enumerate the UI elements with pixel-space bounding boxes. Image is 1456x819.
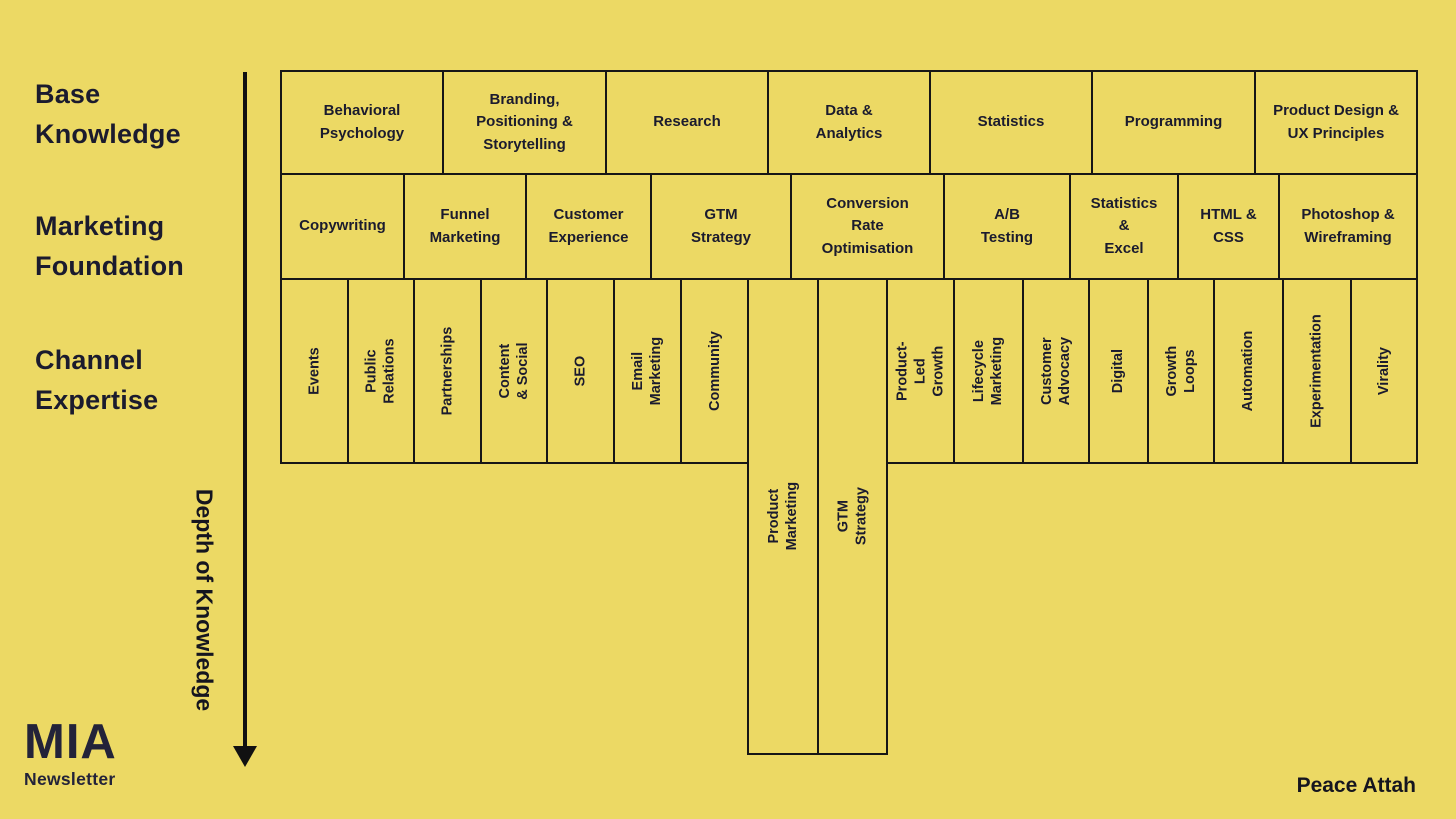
cell-product-marketing: Product Marketing	[747, 278, 819, 755]
cell-label: Photoshop & Wireframing	[1301, 206, 1395, 246]
cell-behavioral-psychology: Behavioral Psychology	[280, 70, 444, 175]
cell-label: Research	[653, 113, 721, 131]
cell-data-analytics: Data & Analytics	[767, 70, 931, 175]
knowledge-matrix: Behavioral Psychology Branding, Positioni…	[280, 70, 1420, 760]
cell-label: Statistics & Excel	[1090, 194, 1158, 257]
cell-seo: SEO	[546, 278, 615, 464]
cell-label: A/B Testing	[980, 206, 1034, 246]
cell-customer-experience: Customer Experience	[525, 173, 652, 280]
depth-arrow-line	[243, 72, 247, 748]
cell-research: Research	[605, 70, 769, 175]
cell-label: Product Marketing	[765, 482, 801, 551]
cell-label: Branding, Positioning & Storytelling	[476, 90, 573, 153]
cell-growth-loops: Growth Loops	[1147, 278, 1215, 464]
cell-label: Growth Loops	[1163, 345, 1198, 397]
cell-content-social: Content & Social	[480, 278, 548, 464]
row-label-base-knowledge: Base Knowledge	[35, 79, 181, 149]
cell-label: HTML & CSS	[1200, 206, 1257, 246]
cell-customer-advocacy: Customer Advocacy	[1022, 278, 1090, 464]
down-arrow-icon	[233, 746, 257, 767]
cell-label: GTM Strategy	[690, 206, 752, 246]
cell-statistics: Statistics	[929, 70, 1093, 175]
cell-statistics-excel: Statistics & Excel	[1069, 173, 1179, 280]
cell-partnerships: Partnerships	[413, 278, 482, 464]
cell-label: Funnel Marketing	[429, 206, 501, 246]
cell-label: SEO	[572, 355, 589, 387]
cell-label: Virality	[1375, 346, 1392, 396]
cell-label: Email Marketing	[630, 336, 665, 406]
cell-label: Automation	[1240, 330, 1257, 412]
cell-label: Product Design & UX Principles	[1273, 102, 1399, 142]
row-label-marketing-foundation: Marketing Foundation	[35, 211, 184, 281]
cell-experimentation: Experimentation	[1282, 278, 1352, 464]
author-credit: Peace Attah	[1296, 774, 1416, 797]
cell-html-css: HTML & CSS	[1177, 173, 1280, 280]
cell-label: Public Relations	[363, 338, 399, 404]
cell-community: Community	[680, 278, 749, 464]
cell-label: Customer Advocacy	[1038, 336, 1074, 406]
cell-label: Data & Analytics	[815, 102, 883, 142]
cell-label: Events	[306, 347, 323, 395]
cell-public-relations: Public Relations	[347, 278, 415, 464]
cell-label: Digital	[1110, 348, 1127, 394]
cell-gtm-strategy: GTM Strategy	[650, 173, 792, 280]
cell-photoshop-wireframing: Photoshop & Wireframing	[1278, 173, 1418, 280]
cell-label: Product-Led Growth	[894, 341, 947, 401]
cell-digital: Digital	[1088, 278, 1149, 464]
cell-label: GTM Strategy	[835, 487, 870, 546]
cell-gtm-strategy: GTM Strategy	[817, 278, 888, 755]
cell-funnel-marketing: Funnel Marketing	[403, 173, 527, 280]
cell-label: Content & Social	[496, 342, 531, 400]
mia-newsletter-logo: MIA Newsletter	[24, 716, 117, 788]
cell-copywriting: Copywriting	[280, 173, 405, 280]
cell-label: Customer Experience	[548, 206, 629, 246]
depth-of-knowledge-axis-label: Depth of Knowledge	[191, 488, 218, 712]
brand-subtitle: Newsletter	[24, 769, 116, 789]
row-label-channel-expertise: Channel Expertise	[35, 345, 159, 415]
cell-a-b-testing: A/B Testing	[943, 173, 1071, 280]
cell-label: Conversion Rate Optimisation	[821, 194, 914, 257]
brand-name: MIA	[24, 715, 117, 769]
cell-label: Partnerships	[439, 326, 456, 416]
cell-lifecycle-marketing: Lifecycle Marketing	[953, 278, 1024, 464]
cell-events: Events	[280, 278, 349, 464]
cell-email-marketing: Email Marketing	[613, 278, 682, 464]
cell-product-led-growth: Product-Led Growth	[886, 278, 955, 464]
cell-label: Lifecycle Marketing	[971, 336, 1006, 406]
cell-label: Programming	[1124, 113, 1223, 131]
cell-label: Copywriting	[299, 217, 386, 235]
cell-product-design-ux-principles: Product Design & UX Principles	[1254, 70, 1418, 175]
cell-label: Experimentation	[1308, 314, 1325, 428]
cell-conversion-rate-optimisation: Conversion Rate Optimisation	[790, 173, 945, 280]
cell-label: Statistics	[977, 113, 1045, 131]
cell-label: Community	[706, 331, 723, 411]
cell-label: Behavioral Psychology	[319, 102, 405, 142]
cell-branding-positioning-storytelling: Branding, Positioning & Storytelling	[442, 70, 607, 175]
cell-programming: Programming	[1091, 70, 1256, 175]
cell-automation: Automation	[1213, 278, 1284, 464]
cell-virality: Virality	[1350, 278, 1418, 464]
